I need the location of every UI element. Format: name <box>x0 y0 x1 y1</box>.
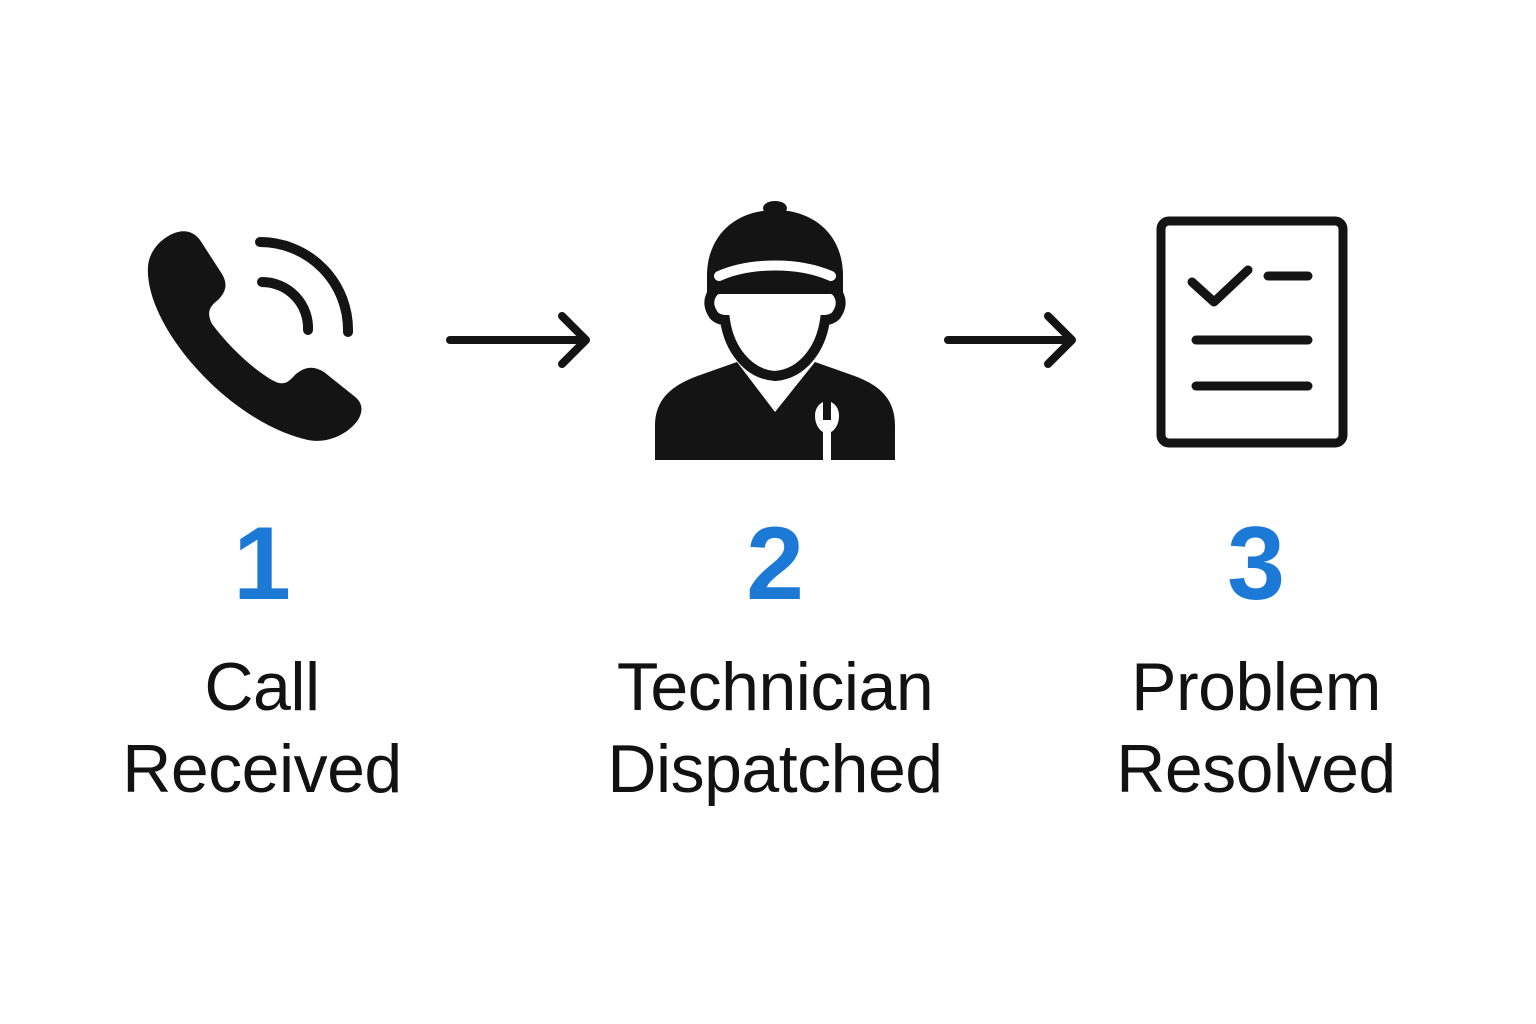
checklist-icon <box>1156 216 1348 448</box>
step-label-line1: Problem <box>1131 649 1381 725</box>
step-problem-resolved: 3 Problem Resolved <box>1046 0 1466 1024</box>
step-label: Call Received <box>52 646 472 810</box>
step-label-line2: Resolved <box>1116 731 1396 807</box>
step-label-line1: Technician <box>616 649 934 725</box>
technician-icon <box>655 201 895 460</box>
step-label: Technician Dispatched <box>565 646 985 810</box>
step-label-line2: Dispatched <box>607 731 943 807</box>
step-call-received: 1 Call Received <box>52 0 472 1024</box>
step-label-line1: Call <box>204 649 320 725</box>
step-number: 1 <box>233 506 291 622</box>
step-technician-dispatched: 2 Technician Dispatched <box>565 0 985 1024</box>
step-number: 3 <box>1227 506 1285 622</box>
phone-call-icon <box>147 231 362 441</box>
step-number: 2 <box>746 506 804 622</box>
arrow-right-icon <box>446 312 590 368</box>
step-label: Problem Resolved <box>1046 646 1466 810</box>
arrow-right-icon <box>944 312 1076 368</box>
step-label-line2: Received <box>122 731 402 807</box>
